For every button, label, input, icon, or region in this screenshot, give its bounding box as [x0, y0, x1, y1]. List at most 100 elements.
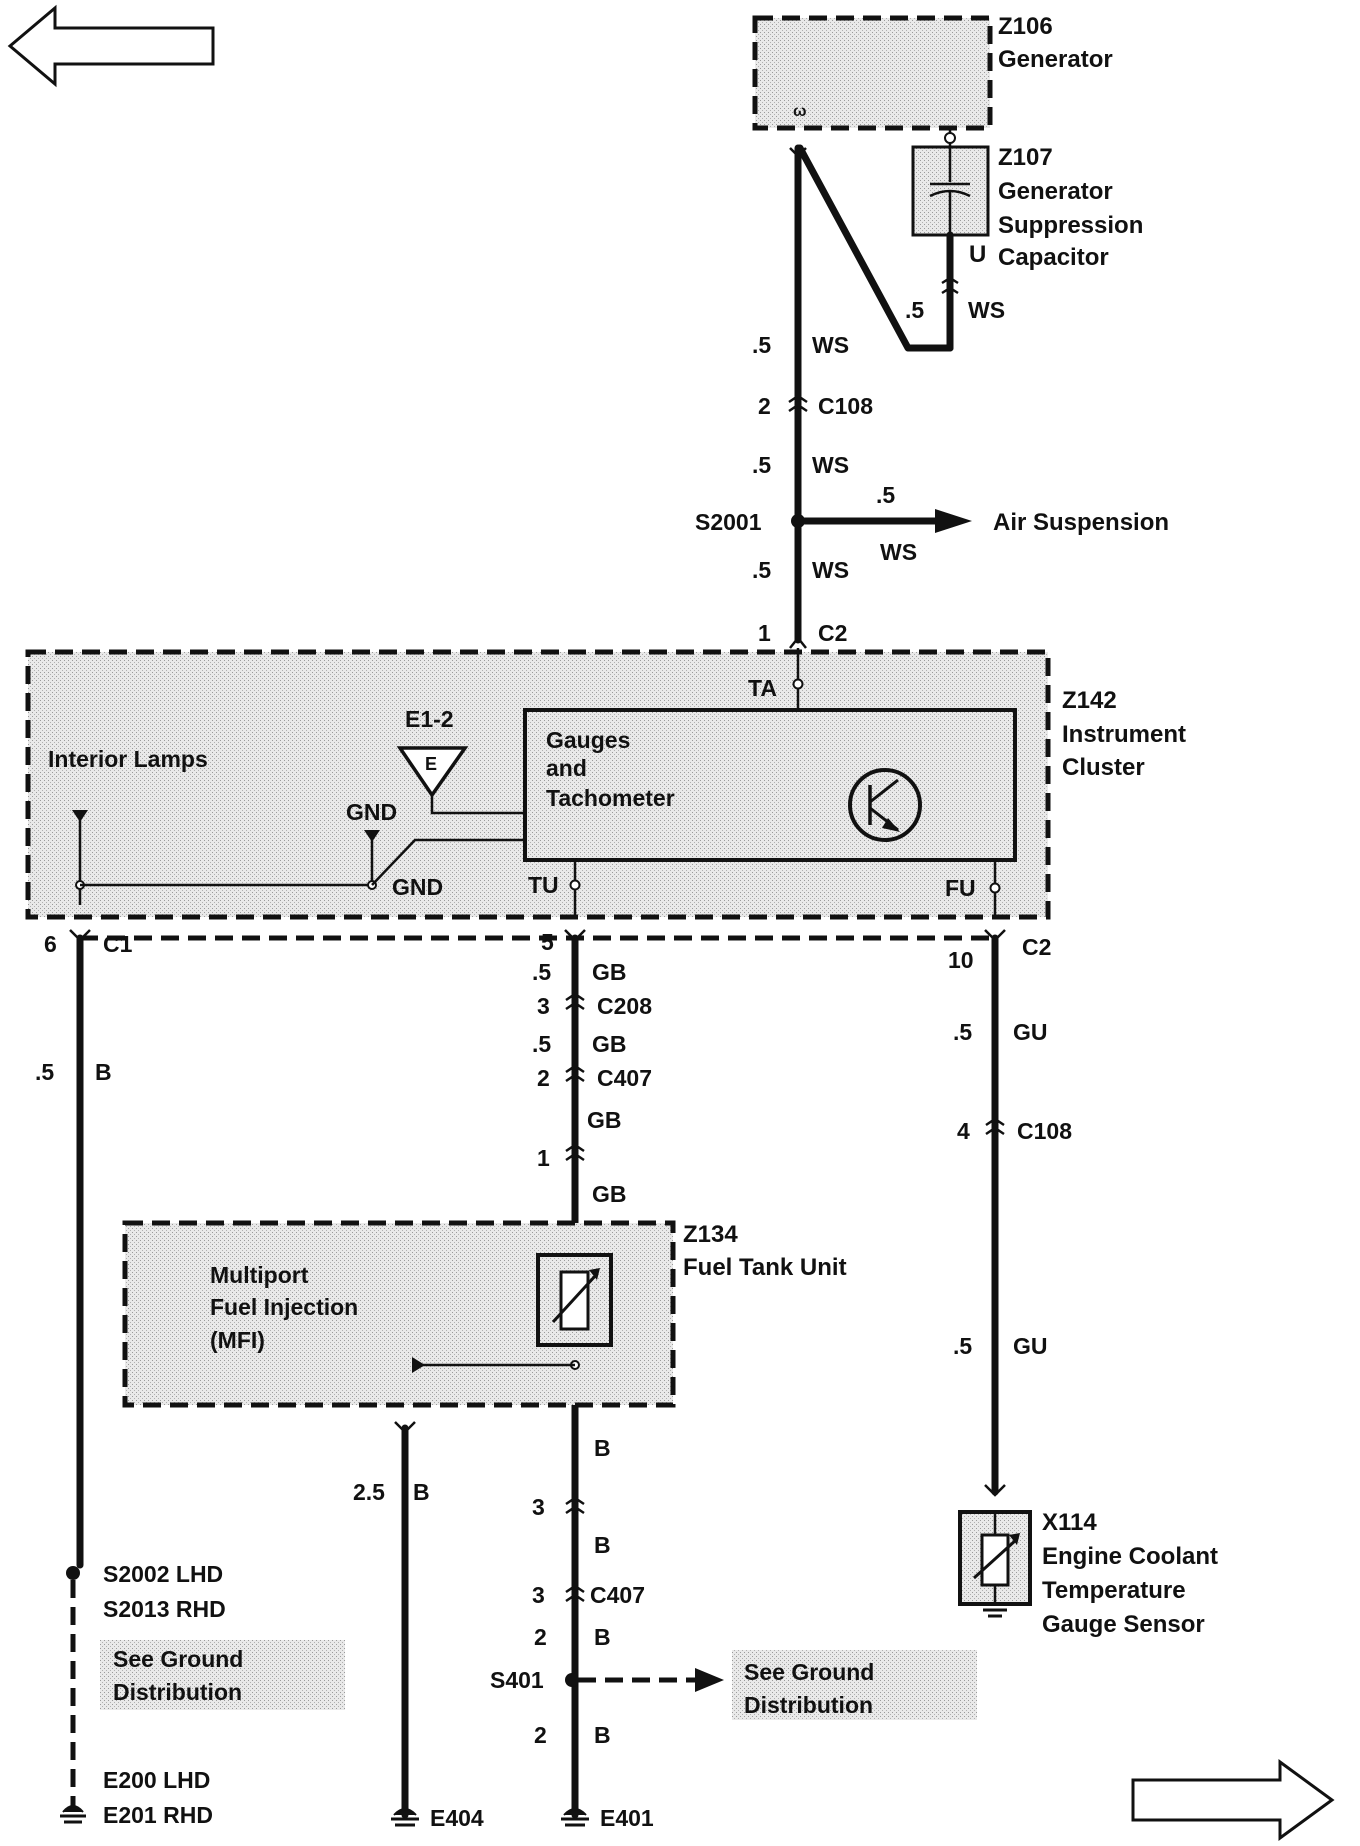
c108-right-connector-icon — [985, 1117, 1005, 1136]
c2-top-connector-icon — [789, 635, 807, 649]
capacitor-line3: Capacitor — [998, 244, 1109, 271]
s401-splice — [565, 1673, 579, 1687]
fuel-tank-name: Fuel Tank Unit — [683, 1254, 847, 1281]
c407-pin: 2 — [537, 1065, 550, 1091]
c407b-pin: 3 — [532, 1582, 545, 1608]
mfi-size: 2.5 — [353, 1479, 385, 1505]
gauges-box — [523, 708, 1017, 862]
mid-pin2b: 2 — [534, 1722, 547, 1748]
gnd1-icon — [364, 830, 380, 842]
c108-top-label: C108 — [818, 393, 873, 419]
right-s2-color: GU — [1013, 1333, 1048, 1359]
c208-pin: 3 — [537, 993, 550, 1019]
generator-to-capacitor-wire — [796, 144, 954, 352]
c407-connector-icon — [565, 1064, 585, 1083]
right-s1-color: GU — [1013, 1019, 1048, 1045]
right-c108-pin: 4 — [957, 1118, 970, 1144]
capacitor-line2: Suppression — [998, 212, 1143, 239]
c407b-connector-icon — [565, 1584, 585, 1603]
capacitor-plate-bottom — [929, 189, 971, 198]
mid-s2-color: GB — [592, 1031, 627, 1057]
mid-pin3a: 3 — [532, 1494, 545, 1520]
tu-terminal — [569, 879, 581, 891]
fuel-sender-resistor-icon — [536, 1253, 613, 1347]
right-c108: C108 — [1017, 1118, 1072, 1144]
fu-terminal — [989, 882, 1001, 894]
lamps-ground-icon — [72, 810, 88, 822]
mfi-signal-arrow-icon — [412, 1357, 425, 1373]
left-see-ground-1[interactable]: See Ground — [113, 1646, 243, 1672]
e12-ground-icon — [396, 746, 469, 799]
e12-label: E1-2 — [405, 706, 454, 732]
gnd2-label: GND — [392, 874, 443, 900]
mid-s1-size: .5 — [532, 959, 551, 985]
c1-label: C1 — [103, 931, 133, 957]
s401-label: S401 — [490, 1667, 544, 1693]
sensor-id: X114 — [1042, 1509, 1097, 1536]
air-wire-size: .5 — [876, 482, 895, 508]
sensor-connector-icon — [984, 1484, 1006, 1497]
c407b-label: C407 — [590, 1582, 645, 1608]
mid-s4-color: GB — [592, 1181, 627, 1207]
sensor-line3: Gauge Sensor — [1042, 1611, 1205, 1638]
mid-pin5: 5 — [541, 929, 554, 955]
mid-see-ground-2[interactable]: Distribution — [744, 1692, 873, 1718]
mfi-line1: Multiport — [210, 1262, 309, 1288]
left-see-ground-2[interactable]: Distribution — [113, 1679, 242, 1705]
gnd1-label: GND — [346, 799, 397, 825]
ground-e401: E401 — [600, 1805, 654, 1831]
ta-terminal — [792, 678, 804, 690]
generator-pin: ω — [793, 103, 807, 120]
e404-ground-icon — [391, 1808, 419, 1827]
s2001-label: S2001 — [695, 509, 762, 535]
air-wire-color: WS — [880, 539, 917, 565]
mid-s2-size: .5 — [532, 1031, 551, 1057]
c2-right-connector-icon — [984, 929, 1006, 942]
mid-connector-pin1-icon — [565, 1143, 585, 1162]
capacitor-line1: Generator — [998, 178, 1113, 205]
ground-e200: E200 LHD — [103, 1767, 210, 1793]
air-suspension-label[interactable]: Air Suspension — [993, 509, 1169, 536]
pin-tu: TU — [528, 872, 559, 898]
top-w3-color: WS — [812, 557, 849, 583]
c108-top-connector-icon — [788, 394, 808, 413]
gauges-line2: and — [546, 755, 587, 781]
c108-top-pin: 2 — [758, 393, 771, 419]
cap-wire-color: WS — [968, 297, 1005, 323]
mfi-line2: Fuel Injection — [210, 1294, 358, 1320]
e401-ground-icon — [561, 1808, 589, 1827]
next-page-arrow-icon[interactable] — [1131, 1759, 1335, 1841]
pin-fu: FU — [945, 875, 976, 901]
coolant-sensor-icon — [958, 1510, 1032, 1618]
fuel-tank-id: Z134 — [683, 1221, 738, 1248]
mfi-line3: (MFI) — [210, 1327, 265, 1353]
pin-ta: TA — [748, 675, 777, 701]
capacitor-id: Z107 — [998, 144, 1053, 171]
c208-label: C208 — [597, 993, 652, 1019]
top-w1-size: .5 — [752, 332, 771, 358]
interior-lamps-label: Interior Lamps — [48, 746, 208, 772]
cluster-id: Z142 — [1062, 687, 1117, 714]
generator-box — [752, 15, 993, 131]
s2002-splice — [66, 1566, 80, 1580]
top-w3-size: .5 — [752, 557, 771, 583]
right-c2: C2 — [1022, 934, 1051, 960]
generator-id: Z106 — [998, 13, 1053, 40]
mid-s1-color: GB — [592, 959, 627, 985]
gnd-wire — [371, 838, 525, 886]
mid-s5-color: B — [594, 1435, 611, 1461]
mfi-connector-icon — [394, 1421, 416, 1434]
cap-wire-size: .5 — [905, 297, 924, 323]
mid-see-ground-1[interactable]: See Ground — [744, 1659, 874, 1685]
air-suspension-arrow-icon — [935, 509, 972, 533]
c208-connector-icon — [565, 992, 585, 1011]
e12-wire — [430, 795, 525, 815]
cluster-line2: Cluster — [1062, 754, 1145, 781]
c407-label: C407 — [597, 1065, 652, 1091]
right-pin10: 10 — [948, 947, 974, 973]
previous-page-arrow-icon[interactable] — [7, 4, 215, 88]
top-w2-size: .5 — [752, 452, 771, 478]
capacitor-connector-icon — [941, 276, 959, 295]
left-size: .5 — [35, 1059, 54, 1085]
